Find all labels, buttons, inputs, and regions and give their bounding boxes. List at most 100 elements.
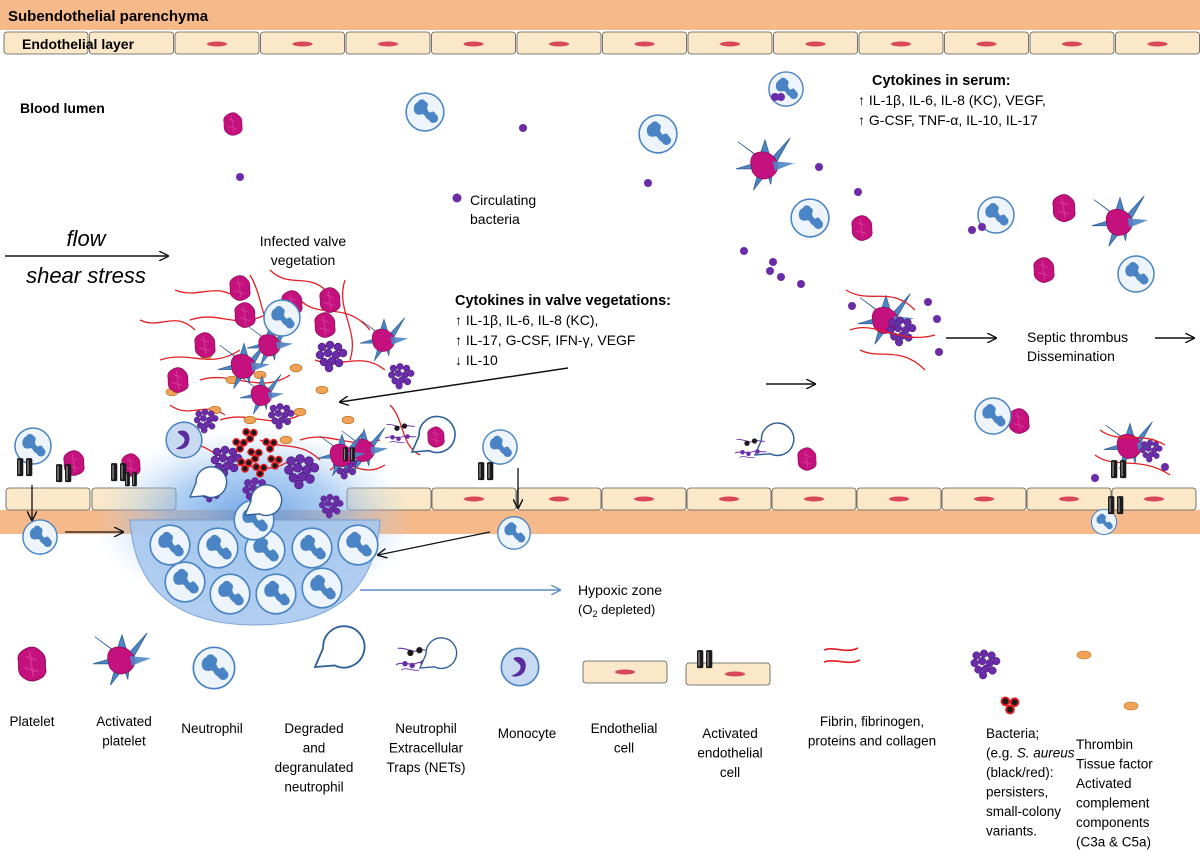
endothelial-nucleus — [720, 41, 740, 47]
fibrin-strand — [1099, 429, 1166, 446]
circulating-bacterium — [769, 258, 777, 266]
platelet — [1008, 408, 1030, 434]
legend-thrombin-label: Thrombin — [1076, 737, 1133, 752]
neutrophil — [209, 573, 251, 615]
bacteria-cluster — [1139, 439, 1163, 463]
legend-activated-endothelial-cell-label: Activated — [702, 726, 758, 741]
endothelial-nucleus — [549, 41, 569, 47]
legend-nets-label: Extracellular — [389, 741, 464, 756]
circulating-bacterium — [854, 188, 862, 196]
fibrin-strand — [341, 279, 354, 361]
infected-valve-label-2: vegetation — [271, 252, 336, 268]
endothelial-nucleus — [719, 496, 739, 502]
legend-bacteria-label: variants. — [986, 824, 1037, 839]
neutrophil — [22, 519, 58, 555]
endothelial-nucleus — [634, 41, 655, 47]
cytokines-valve-title: Cytokines in valve vegetations: — [455, 293, 671, 309]
endothelial-nucleus — [804, 496, 824, 502]
neutrophil — [482, 429, 518, 465]
circulating-bacterium — [1091, 474, 1099, 482]
circulating-bacterium — [1161, 463, 1169, 471]
endothelial-nucleus — [207, 41, 227, 47]
blood-lumen-label: Blood lumen — [20, 100, 105, 116]
legend-monocyte-label: Monocyte — [498, 726, 557, 741]
legend-bacteria-label: persisters, — [986, 785, 1048, 800]
legend-icons — [17, 616, 1139, 715]
receptor — [56, 464, 72, 483]
legend-activated-endothelial-cell-label: endothelial — [697, 746, 762, 761]
septic-thrombus-label: Septic thrombus — [1027, 329, 1128, 345]
circulating-bacterium — [777, 273, 785, 281]
neutrophil — [301, 567, 343, 609]
vegetation-pointer-arrow — [340, 367, 569, 402]
legend-nets-label: Neutrophil — [395, 721, 457, 736]
fibrin-strand — [219, 414, 301, 422]
endothelial-layer-top — [3, 31, 1200, 55]
legend-thrombin-icon — [1123, 701, 1139, 711]
legend-bacteria-label: (black/red): — [986, 765, 1054, 780]
legend-thrombin-icon — [1076, 650, 1092, 660]
neutrophil — [337, 524, 379, 566]
fibrin-strand — [139, 319, 196, 331]
circulating-bacterium — [519, 124, 527, 132]
circulating-bacterium — [236, 173, 244, 181]
flow-label: flow — [66, 226, 107, 251]
legend-thrombin-label: Activated — [1076, 776, 1132, 791]
activated-platelet — [359, 317, 409, 362]
circulating-bacterium — [797, 280, 805, 288]
circulating-bacterium — [978, 223, 986, 231]
infected-valve-label-1: Infected valve — [260, 233, 347, 249]
platelet — [223, 112, 243, 136]
activated-platelet — [735, 137, 795, 191]
endothelial-cell — [3, 31, 89, 55]
neutrophil — [790, 198, 830, 238]
endothelial-nucleus — [1062, 41, 1082, 47]
fibrin-strand — [199, 374, 291, 384]
neutrophil — [638, 114, 678, 154]
fibrin-strand — [159, 349, 241, 361]
neutrophil — [164, 561, 206, 603]
legend-monocyte-icon — [500, 647, 540, 687]
legend-bacteria-label: Bacteria; — [986, 726, 1039, 741]
endothelial-nucleus — [889, 496, 909, 502]
neutrophil — [405, 92, 445, 132]
scene-elements — [14, 71, 1171, 555]
circulating-bacterium — [766, 267, 774, 275]
legend-degraded-neutrophil-label: Degraded — [284, 721, 343, 736]
migration-arrow — [378, 531, 491, 555]
neutrophil — [255, 573, 297, 615]
endothelial-nucleus — [974, 496, 994, 502]
bacteria-cluster — [388, 363, 415, 390]
endothelial-cell — [5, 487, 91, 511]
endothelial-nucleus — [549, 496, 569, 502]
platelet — [797, 447, 817, 471]
neutrophil — [197, 527, 239, 569]
receptor — [478, 462, 494, 481]
legend-bacteria-icon — [970, 649, 1001, 680]
bacteria-cluster — [268, 403, 295, 430]
endothelial-layer-label: Endothelial layer — [22, 36, 135, 52]
subendothelial-label: Subendothelial parenchyma — [8, 8, 209, 25]
legend-platelet-label: Platelet — [9, 714, 54, 729]
fibrin-strand — [859, 349, 926, 371]
endothelial-nucleus — [1059, 496, 1079, 502]
legend-thrombin-label: components — [1076, 815, 1150, 830]
endothelial-nucleus — [1147, 41, 1168, 47]
subendothelial-band — [0, 0, 1200, 30]
dissemination-label: Dissemination — [1027, 348, 1115, 364]
legend-neutrophil-icon — [192, 646, 236, 690]
platelet — [851, 215, 873, 241]
endothelial-nucleus — [634, 496, 654, 502]
circulating-bacterium — [924, 298, 932, 306]
platelet — [1052, 193, 1076, 223]
legend-endothelial-cell-label: cell — [614, 741, 634, 756]
circulating-bacterium — [848, 302, 856, 310]
cytokines-serum-title: Cytokines in serum: — [872, 73, 1011, 89]
bacteria-cluster — [315, 340, 348, 373]
legend-thrombin-label: complement — [1076, 796, 1150, 811]
endothelial-nucleus — [976, 41, 997, 47]
platelet — [427, 426, 445, 448]
nets — [384, 422, 418, 444]
circulating-bacterium — [815, 163, 823, 171]
fibrin-strand — [269, 269, 331, 296]
